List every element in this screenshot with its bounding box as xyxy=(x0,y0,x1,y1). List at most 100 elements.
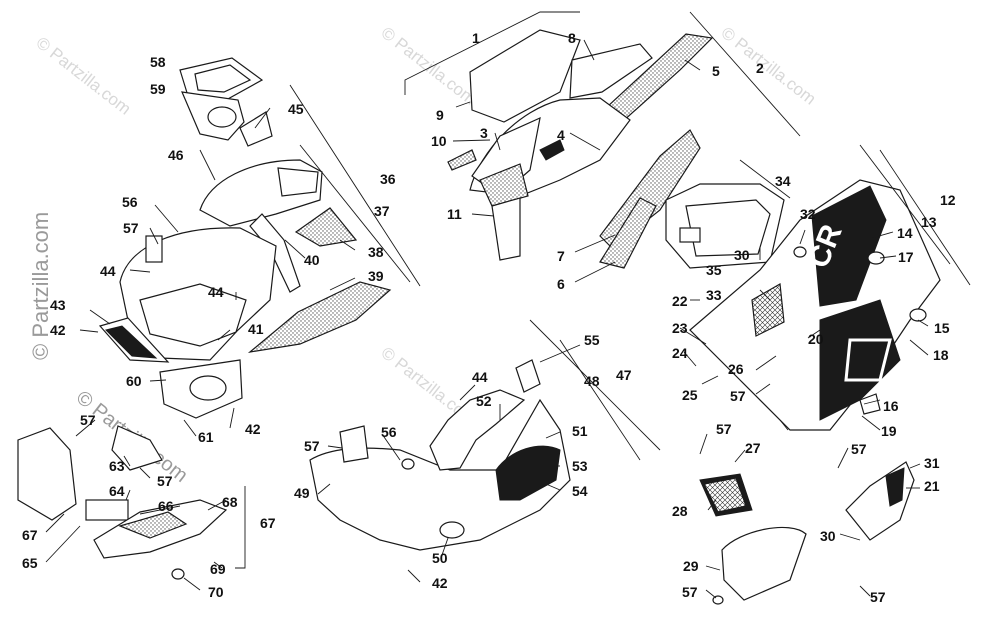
callout-30b[interactable]: 30 xyxy=(820,528,836,544)
callout-67[interactable]: 67 xyxy=(22,527,38,543)
callout-10[interactable]: 10 xyxy=(431,133,447,149)
callout-15[interactable]: 15 xyxy=(934,320,950,336)
callout-64[interactable]: 64 xyxy=(109,483,125,499)
callout-23[interactable]: 23 xyxy=(672,320,688,336)
callout-24[interactable]: 24 xyxy=(672,345,688,361)
callout-52[interactable]: 52 xyxy=(476,393,492,409)
callout-47[interactable]: 47 xyxy=(616,367,632,383)
part-56-grommet[interactable] xyxy=(401,458,415,470)
part-32-grommet[interactable] xyxy=(793,246,807,258)
callout-32[interactable]: 32 xyxy=(800,206,816,222)
part-11-side[interactable] xyxy=(491,197,521,261)
callout-25[interactable]: 25 xyxy=(682,387,698,403)
part-70-rivet[interactable] xyxy=(171,568,185,580)
callout-5[interactable]: 5 xyxy=(712,63,720,79)
callout-57b[interactable]: 57 xyxy=(80,412,96,428)
callout-27[interactable]: 27 xyxy=(745,440,761,456)
part-33-mesh[interactable] xyxy=(751,283,785,337)
part-8-trim[interactable] xyxy=(569,43,653,99)
callout-60[interactable]: 60 xyxy=(126,373,142,389)
part-10-decal[interactable] xyxy=(447,149,477,171)
part-47-belly-pan[interactable] xyxy=(309,398,571,551)
part-35-clip[interactable] xyxy=(679,227,701,243)
callout-57h[interactable]: 57 xyxy=(682,584,698,600)
callout-44c[interactable]: 44 xyxy=(472,369,488,385)
callout-56b[interactable]: 56 xyxy=(381,424,397,440)
part-67-guard[interactable] xyxy=(17,427,77,521)
callout-22[interactable]: 22 xyxy=(672,293,688,309)
callout-19[interactable]: 19 xyxy=(881,423,897,439)
callout-36[interactable]: 36 xyxy=(380,171,396,187)
callout-46[interactable]: 46 xyxy=(168,147,184,163)
callout-35[interactable]: 35 xyxy=(706,262,722,278)
callout-57[interactable]: 57 xyxy=(123,220,139,236)
callout-59[interactable]: 59 xyxy=(150,81,166,97)
callout-34[interactable]: 34 xyxy=(775,173,791,189)
callout-31[interactable]: 31 xyxy=(924,455,940,471)
callout-13[interactable]: 13 xyxy=(921,214,937,230)
callout-20[interactable]: 20 xyxy=(808,331,824,347)
part-52-trim[interactable] xyxy=(429,389,526,471)
callout-42c[interactable]: 42 xyxy=(432,575,448,591)
callout-65[interactable]: 65 xyxy=(22,555,38,571)
callout-51[interactable]: 51 xyxy=(572,423,588,439)
callout-70[interactable]: 70 xyxy=(208,584,224,600)
callout-68[interactable]: 68 xyxy=(222,494,238,510)
part-38-pad[interactable] xyxy=(294,207,358,247)
callout-61[interactable]: 61 xyxy=(198,429,214,445)
part-15-grommet[interactable] xyxy=(909,308,927,322)
callout-26[interactable]: 26 xyxy=(728,361,744,377)
callout-12[interactable]: 12 xyxy=(940,192,956,208)
callout-57g[interactable]: 57 xyxy=(851,441,867,457)
callout-28[interactable]: 28 xyxy=(672,503,688,519)
callout-8[interactable]: 8 xyxy=(568,30,576,46)
callout-48[interactable]: 48 xyxy=(584,373,600,389)
callout-37[interactable]: 37 xyxy=(374,203,390,219)
callout-4[interactable]: 4 xyxy=(557,127,565,143)
callout-42b[interactable]: 42 xyxy=(245,421,261,437)
callout-29[interactable]: 29 xyxy=(683,558,699,574)
part-57-bracket[interactable] xyxy=(339,425,369,463)
callout-54[interactable]: 54 xyxy=(572,483,588,499)
part-64-block[interactable] xyxy=(85,499,129,521)
callout-16[interactable]: 16 xyxy=(883,398,899,414)
callout-38[interactable]: 38 xyxy=(368,244,384,260)
callout-57f[interactable]: 57 xyxy=(716,421,732,437)
part-6-pad[interactable] xyxy=(599,197,657,269)
callout-43[interactable]: 43 xyxy=(50,297,66,313)
callout-11[interactable]: 11 xyxy=(447,206,462,222)
part-55-bracket[interactable] xyxy=(515,359,541,393)
callout-7[interactable]: 7 xyxy=(557,248,565,264)
callout-69[interactable]: 69 xyxy=(210,561,226,577)
callout-18[interactable]: 18 xyxy=(933,347,949,363)
part-29-cover[interactable] xyxy=(721,526,807,601)
callout-53[interactable]: 53 xyxy=(572,458,588,474)
callout-57i[interactable]: 57 xyxy=(870,589,886,605)
part-45-panel[interactable] xyxy=(239,111,273,147)
callout-58[interactable]: 58 xyxy=(150,54,166,70)
callout-30[interactable]: 30 xyxy=(734,247,750,263)
callout-55[interactable]: 55 xyxy=(584,332,600,348)
part-17-grommet[interactable] xyxy=(867,251,885,265)
callout-41[interactable]: 41 xyxy=(248,321,264,337)
callout-67b[interactable]: 67 xyxy=(260,515,276,531)
callout-17[interactable]: 17 xyxy=(898,249,914,265)
callout-39[interactable]: 39 xyxy=(368,268,384,284)
part-63-panel[interactable] xyxy=(111,425,163,471)
part-1-windshield[interactable] xyxy=(469,29,581,123)
callout-49[interactable]: 49 xyxy=(294,485,310,501)
callout-63[interactable]: 63 xyxy=(109,458,125,474)
callout-2[interactable]: 2 xyxy=(756,60,764,76)
callout-56[interactable]: 56 xyxy=(122,194,138,210)
callout-42[interactable]: 42 xyxy=(50,322,66,338)
part-39-pad[interactable] xyxy=(247,281,392,353)
callout-21[interactable]: 21 xyxy=(924,478,940,494)
callout-9[interactable]: 9 xyxy=(436,107,444,123)
callout-40[interactable]: 40 xyxy=(304,252,320,268)
callout-45[interactable]: 45 xyxy=(288,101,304,117)
part-50-grommet[interactable] xyxy=(439,521,465,539)
callout-57e[interactable]: 57 xyxy=(730,388,746,404)
callout-6[interactable]: 6 xyxy=(557,276,565,292)
callout-14[interactable]: 14 xyxy=(897,225,913,241)
callout-57c[interactable]: 57 xyxy=(157,473,173,489)
